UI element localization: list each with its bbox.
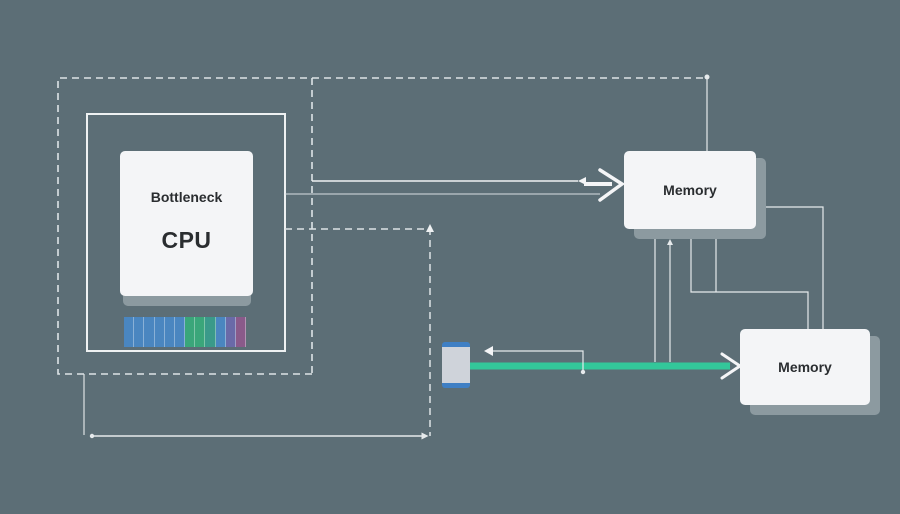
memory-arrow-chevron (598, 168, 626, 202)
dashed-up-arrow (426, 224, 434, 232)
cpu-label: CPU (161, 227, 212, 253)
cpu-node[interactable]: Bottleneck CPU (120, 151, 253, 296)
cpu-pin (205, 317, 216, 347)
cpu-pin (134, 317, 145, 347)
cpu-pin (215, 317, 226, 347)
memory-link-c (756, 206, 824, 329)
memory-link-a (690, 239, 809, 329)
cpu-pin (235, 317, 247, 347)
cpu-pin (225, 317, 236, 347)
memory-bottom-label: Memory (778, 359, 832, 375)
cpu-pin (195, 317, 206, 347)
chip-icon (442, 342, 470, 388)
cpu-subtitle: Bottleneck (150, 189, 223, 205)
cpu-pin (144, 317, 155, 347)
cpu-pin (124, 317, 135, 347)
cpu-pin (164, 317, 175, 347)
cpu-package-outline (86, 113, 286, 352)
memory-node-top[interactable]: Memory (624, 151, 756, 229)
cpu-pin (185, 317, 196, 347)
cpu-pin (154, 317, 165, 347)
memory-node-bottom[interactable]: Memory (740, 329, 870, 405)
cpu-pin-strip (124, 317, 247, 347)
outer-dashed-boundary (57, 77, 707, 375)
bottom-start-dot (89, 433, 95, 439)
cpu-pin (174, 317, 186, 347)
top-corner-dot (704, 74, 710, 80)
feedback-dot (580, 369, 586, 375)
memory-top-label: Memory (663, 182, 717, 198)
cpu-dashed-return-path (285, 228, 431, 436)
feedback-line (492, 350, 584, 372)
feedback-arrow-head (484, 346, 493, 356)
